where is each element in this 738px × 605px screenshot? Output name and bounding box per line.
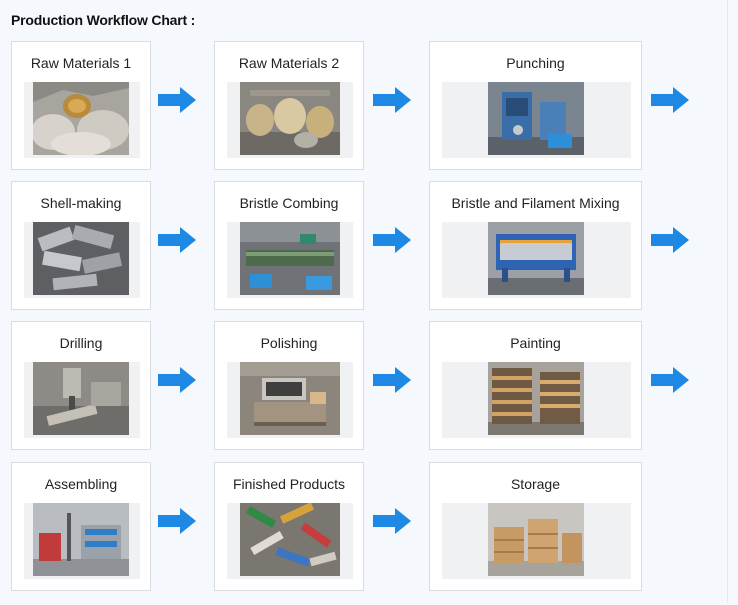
- step-card-drilling: Drilling: [11, 321, 151, 450]
- step-label: Storage: [510, 476, 561, 492]
- arrow-right-icon: [158, 87, 196, 113]
- arrow-right-icon: [651, 367, 689, 393]
- step-label: Painting: [510, 335, 561, 351]
- painting-photo: [488, 362, 584, 435]
- arrow-right-icon: [651, 87, 689, 113]
- page-title: Production Workflow Chart :: [11, 12, 196, 28]
- drilling-photo: [33, 362, 129, 435]
- storage-photo: [488, 503, 584, 576]
- filament-mixing-photo: [488, 222, 584, 295]
- step-label: Raw Materials 2: [238, 55, 340, 71]
- polishing-photo: [240, 362, 340, 435]
- step-card-punching: Punching: [429, 41, 642, 170]
- finished-products-photo: [240, 503, 340, 576]
- step-card-painting: Painting: [429, 321, 642, 450]
- raw-materials-photo: [240, 82, 340, 155]
- arrow-right-icon: [373, 367, 411, 393]
- step-card-assembling: Assembling: [11, 462, 151, 591]
- punching-photo: [488, 82, 584, 155]
- arrow-right-icon: [158, 227, 196, 253]
- step-label: Shell-making: [40, 195, 122, 211]
- step-label: Raw Materials 1: [30, 55, 132, 71]
- raw-materials-photo: [33, 82, 129, 155]
- shell-making-photo: [33, 222, 129, 295]
- bristle-combing-photo: [240, 222, 340, 295]
- arrow-right-icon: [373, 87, 411, 113]
- step-card-raw-materials-1: Raw Materials 1: [11, 41, 151, 170]
- step-label: Punching: [506, 55, 565, 71]
- arrow-right-icon: [373, 227, 411, 253]
- step-card-storage: Storage: [429, 462, 642, 591]
- step-label: Bristle and Filament Mixing: [451, 195, 620, 211]
- step-label: Drilling: [59, 335, 103, 351]
- step-card-bristle-combing: Bristle Combing: [214, 181, 364, 310]
- step-card-bristle-and-filament-mixing: Bristle and Filament Mixing: [429, 181, 642, 310]
- step-label: Polishing: [260, 335, 318, 351]
- step-label: Assembling: [44, 476, 118, 492]
- assembling-photo: [33, 503, 129, 576]
- arrow-right-icon: [373, 508, 411, 534]
- step-label: Bristle Combing: [239, 195, 339, 211]
- arrow-right-icon: [651, 227, 689, 253]
- step-card-finished-products: Finished Products: [214, 462, 364, 591]
- step-card-raw-materials-2: Raw Materials 2: [214, 41, 364, 170]
- arrow-right-icon: [158, 508, 196, 534]
- step-label: Finished Products: [232, 476, 346, 492]
- arrow-right-icon: [158, 367, 196, 393]
- step-card-polishing: Polishing: [214, 321, 364, 450]
- step-card-shell-making: Shell-making: [11, 181, 151, 310]
